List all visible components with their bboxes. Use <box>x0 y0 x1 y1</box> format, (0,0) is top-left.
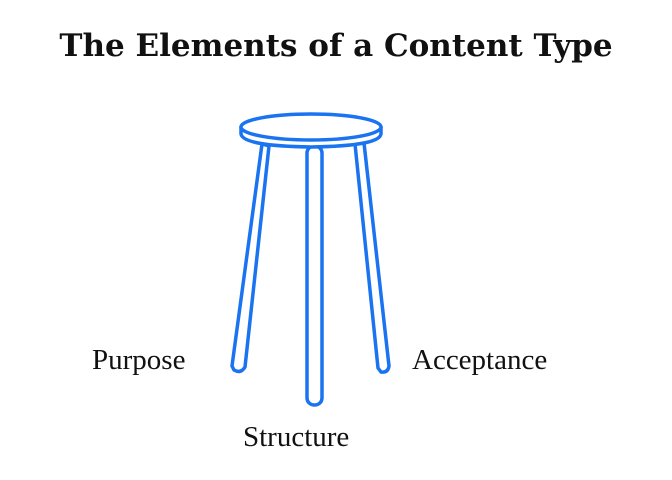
stool-leg-left <box>230 142 271 374</box>
stool-seat-top <box>239 112 383 142</box>
diagram-title: The Elements of a Content Type <box>59 28 613 64</box>
label-acceptance: Acceptance <box>412 344 548 376</box>
label-purpose: Purpose <box>92 344 186 376</box>
label-structure: Structure <box>243 421 350 453</box>
stool-leg-right <box>353 141 391 374</box>
stool-leg-center <box>305 144 324 407</box>
